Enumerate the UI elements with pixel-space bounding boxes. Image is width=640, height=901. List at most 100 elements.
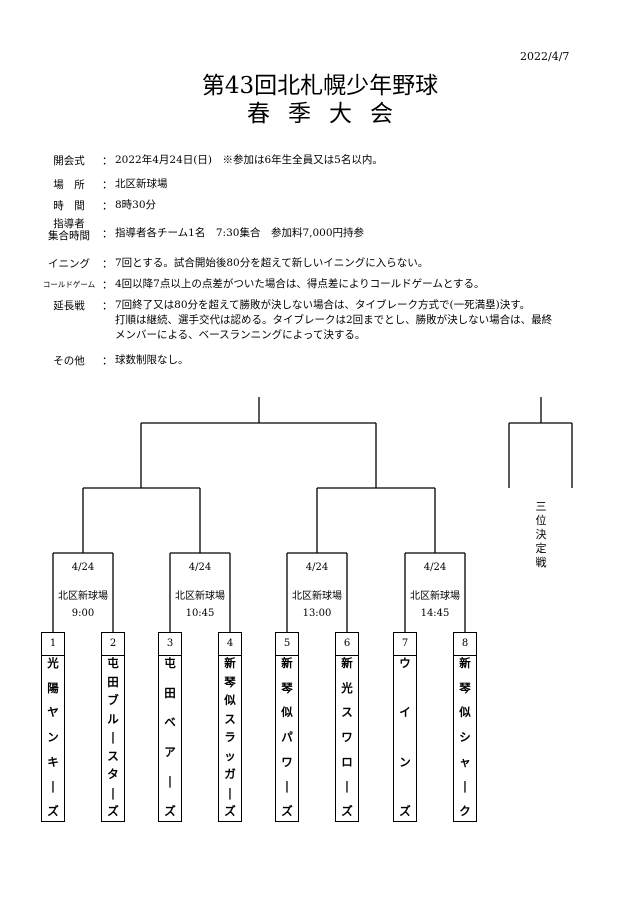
team-name-char: ウ (399, 656, 411, 670)
team-name-char: ク (459, 803, 471, 818)
team-name: 屯田ベア|ズ (159, 657, 181, 817)
team-name-char: ッ (224, 748, 236, 763)
info-value: 2022年4月24日(日) ※参加は6年生全員又は5名以内。 (115, 154, 383, 166)
team-number: 5 (276, 633, 298, 656)
team-name-char: イ (399, 705, 411, 720)
game-date: 4/24 (71, 562, 95, 573)
game-time: 10:45 (185, 608, 215, 619)
team-name-char: キ (47, 754, 59, 769)
team-number: 4 (219, 633, 241, 656)
team-name-char: 新 (341, 656, 353, 670)
team-name-char: ア (164, 744, 176, 759)
info-colon: ： (102, 228, 113, 240)
team-name-char: | (167, 774, 173, 789)
team-name-char: パ (281, 729, 293, 744)
team-name-char: | (284, 779, 290, 794)
team-name-char: ル (107, 711, 119, 726)
info-label: イニング (48, 258, 90, 270)
info-label: 延長戦 (53, 300, 85, 312)
team-box-4: 4 新琴似スラッガ|ズ (218, 632, 242, 822)
info-colon: ： (102, 179, 113, 191)
team-number: 3 (159, 633, 181, 656)
team-name-char: 琴 (459, 680, 471, 695)
info-value: 4回以降7点以上の点差がついた場合は、得点差によりコールドゲームとする。 (115, 278, 485, 290)
game-date: 4/24 (188, 562, 212, 573)
team-name-char: ス (341, 705, 353, 720)
team-name-char: 光 (47, 656, 59, 670)
team-name-char: | (227, 785, 233, 800)
document-date: 2022/4/7 (520, 50, 570, 63)
team-box-5: 5 新琴似パワ|ズ (275, 632, 299, 822)
team-name: 新光スワロ|ズ (336, 657, 358, 817)
team-name-char: 琴 (281, 680, 293, 695)
game-date: 4/24 (305, 562, 329, 573)
info-value: 7回終了又は80分を超えて勝敗が決しない場合は、タイブレーク方式で(一死満塁)決… (115, 299, 531, 311)
team-name: ウインズ (394, 657, 416, 817)
team-box-7: 7 ウインズ (393, 632, 417, 822)
game-date: 4/24 (423, 562, 447, 573)
team-name-char: 陽 (47, 680, 59, 695)
team-name-char: ン (47, 729, 59, 744)
team-name-char: ズ (47, 803, 59, 818)
info-label: その他 (53, 355, 85, 367)
team-name-char: ガ (224, 767, 236, 781)
info-label: 場 所 (53, 179, 85, 191)
team-name-char: | (344, 779, 350, 794)
team-box-8: 8 新琴似シャ|ク (453, 632, 477, 822)
team-name-char: 屯 (107, 656, 119, 670)
game-time: 13:00 (302, 608, 332, 619)
info-value: メンバーによる、ベースランニングによって決する。 (115, 329, 366, 341)
team-name: 新琴似シャ|ク (454, 657, 476, 817)
team-name: 光陽ヤンキ|ズ (42, 657, 64, 817)
info-label: コールドゲーム (42, 280, 96, 289)
game-venue: 北区新球場 (175, 591, 225, 602)
info-value: 北区新球場 (115, 178, 168, 190)
team-name-char: ワ (281, 754, 293, 769)
team-number: 2 (102, 633, 124, 656)
team-name-char: | (110, 730, 116, 744)
info-colon: ： (102, 258, 113, 270)
third-place-label: 三位決定戦 (535, 500, 547, 569)
team-name-char: 琴 (224, 674, 236, 689)
team-name-char: ズ (164, 803, 176, 818)
team-number: 1 (42, 633, 64, 656)
title-line-2: 春季大会 (247, 101, 411, 127)
team-name-char: ヤ (47, 705, 59, 720)
team-name-char: ブ (107, 693, 119, 707)
info-value: 8時30分 (115, 199, 157, 211)
info-value: 7回とする。試合開始後80分を超えて新しいイニングに入らない。 (115, 257, 429, 269)
team-box-3: 3 屯田ベア|ズ (158, 632, 182, 822)
team-number: 6 (336, 633, 358, 656)
team-name-char: ベ (164, 715, 176, 730)
game-time: 9:00 (71, 608, 95, 619)
game-venue: 北区新球場 (292, 591, 342, 602)
info-value: 球数制限なし。 (115, 354, 189, 366)
info-value: 打順は継続、選手交代は認める。タイブレークは2回までとし、勝敗が決しない場合は、… (115, 314, 553, 326)
team-name: 新琴似スラッガ|ズ (219, 657, 241, 817)
info-colon: ： (102, 300, 113, 312)
title-line-1: 第43回北札幌少年野球 (201, 73, 439, 99)
team-name-char: 新 (459, 656, 471, 670)
info-colon: ： (102, 155, 113, 167)
team-name-char: ズ (224, 804, 236, 818)
team-name-char: ズ (281, 803, 293, 818)
team-name-char: 新 (224, 656, 236, 670)
team-name-char: ズ (341, 803, 353, 818)
team-name-char: 光 (341, 680, 353, 695)
team-number: 7 (394, 633, 416, 656)
team-name-char: シ (459, 729, 471, 744)
team-name-char: ス (224, 711, 236, 726)
team-box-1: 1 光陽ヤンキ|ズ (41, 632, 65, 822)
game-time: 14:45 (420, 608, 450, 619)
team-name-char: | (110, 785, 116, 800)
team-name-char: ワ (341, 729, 353, 744)
info-label: 時 間 (53, 200, 85, 212)
info-label: 指導者 集合時間 (48, 218, 90, 242)
team-name-char: 新 (281, 656, 293, 670)
team-name-char: タ (107, 767, 119, 781)
team-name-char: 似 (224, 693, 236, 707)
team-name: 新琴似パワ|ズ (276, 657, 298, 817)
game-venue: 北区新球場 (410, 591, 460, 602)
game-venue: 北区新球場 (58, 591, 108, 602)
